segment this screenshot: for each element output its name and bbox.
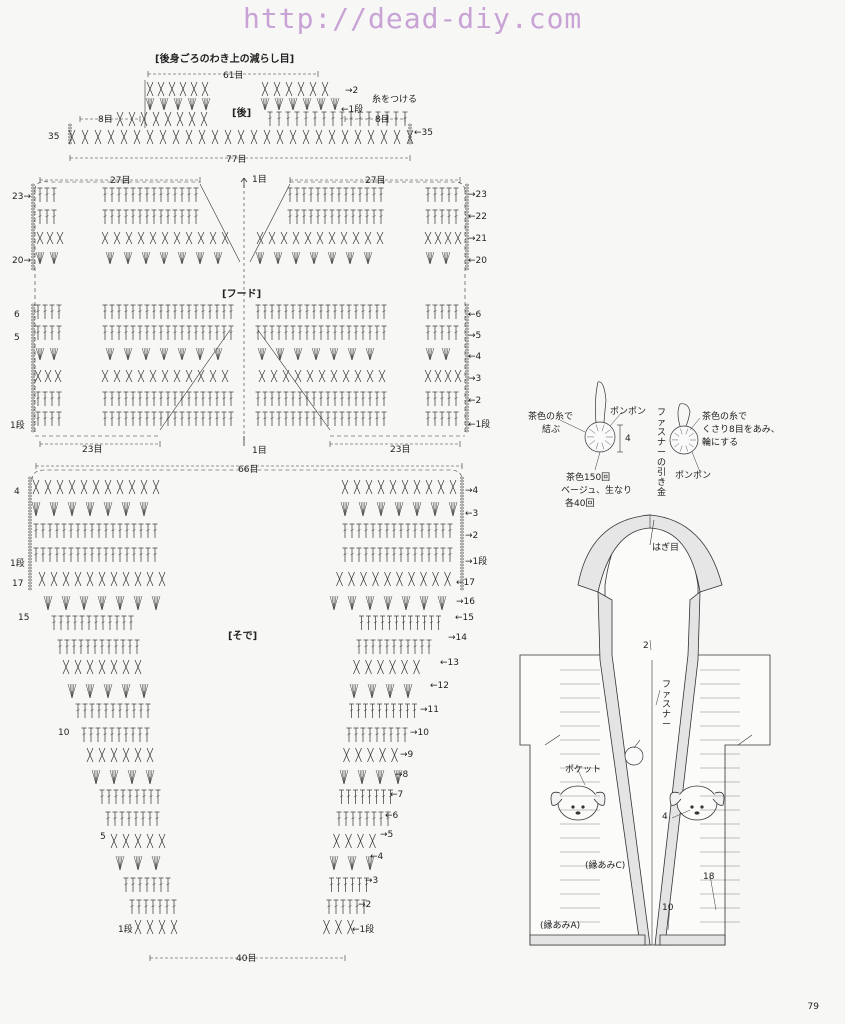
sleeve-right-row-label: →3 xyxy=(365,876,379,886)
sleeve-right-row-label: ←17 xyxy=(456,578,475,588)
back-yarn-note: 糸をつける xyxy=(372,95,418,105)
back-row-right: ←35 xyxy=(414,128,433,138)
vest-edge-c: (縁あみC) xyxy=(585,861,626,871)
sleeve-right-row-label: →4 xyxy=(465,486,479,496)
back-row-left: 35 xyxy=(48,132,60,142)
sleeve-bottom-count: 40目 xyxy=(236,954,257,964)
hood-left-row-23: 23→ xyxy=(12,192,31,202)
hood-bottom-center: 1目 xyxy=(252,446,267,456)
sleeve-left-row-5: 5 xyxy=(100,832,106,842)
pompom-left-note-1: 茶色の糸で xyxy=(528,412,574,422)
hood-left-row-6: 6 xyxy=(14,310,20,320)
sleeve-right-row-label: →8 xyxy=(395,770,409,780)
pompom-left-note-2: 結ぶ xyxy=(542,425,561,435)
sleeve-right-row-label: →2 xyxy=(465,531,479,541)
back-side-count-right: 8目 xyxy=(375,115,390,125)
pompom-right-note-1: 茶色の糸で xyxy=(702,412,748,422)
sleeve-left-row-15: 15 xyxy=(18,613,30,623)
hood-top-left-count: 27目 xyxy=(110,176,131,186)
hood-right-row-6: ←6 xyxy=(468,310,482,320)
sleeve-right-row-label: →5 xyxy=(380,830,394,840)
hood-bottom-right-count: 23目 xyxy=(390,445,411,455)
sleeve-right-row-label: →9 xyxy=(400,750,414,760)
sleeve-right-row-label: →11 xyxy=(420,705,439,715)
sleeve-right-row-label: ←3 xyxy=(465,509,479,519)
page-number: 79 xyxy=(807,1002,819,1012)
hood-left-row-20: 20→ xyxy=(12,256,31,266)
sleeve-right-row-label: →16 xyxy=(456,597,475,607)
hood-right-row-4: ←4 xyxy=(468,352,482,362)
hood-right-row-2: ←2 xyxy=(468,396,482,406)
sleeve-right-row-label: ←12 xyxy=(430,681,449,691)
pompom-material-3: 各40回 xyxy=(565,499,595,509)
pompom-zip-pull: ファスナーの引き金 xyxy=(657,408,667,498)
hood-right-row-23: →23 xyxy=(468,190,487,200)
sleeve-right-row-label: ←15 xyxy=(455,613,474,623)
back-label: [後] xyxy=(232,108,252,119)
pompom-label: ポンポン xyxy=(610,407,647,417)
back-row-1: ←1段 xyxy=(341,105,364,115)
vest-length: 18 xyxy=(703,872,715,882)
hood-right-row-20: ←20 xyxy=(468,256,487,266)
vest-seam-label: はぎ目 xyxy=(652,543,680,553)
vest-pocket-trim: 4 xyxy=(662,812,668,822)
hood-label: [フード] xyxy=(222,289,262,300)
sleeve-right-row-label: ←4 xyxy=(370,852,384,862)
sleeve-right-row-label: ←7 xyxy=(390,790,404,800)
sleeve-right-row-label: ←1段 xyxy=(352,925,375,935)
back-top-count: 61目 xyxy=(223,71,244,81)
pompom-material-2: ベージュ、生なり xyxy=(561,486,633,496)
pompom-label-right: ポンポン xyxy=(675,471,712,481)
back-section-title: [後身ごろのわき上の減らし目] xyxy=(155,54,295,65)
hood-right-row-3: →3 xyxy=(468,374,482,384)
pompom-right-note-3: 輪にする xyxy=(702,438,739,448)
back-bottom-count: 77目 xyxy=(226,155,247,165)
sleeve-right-row-label: ←13 xyxy=(440,658,459,668)
hood-left-row-1: 1段 xyxy=(10,421,25,431)
hood-bottom-left-count: 23目 xyxy=(82,445,103,455)
vest-bottom-trim: 10 xyxy=(662,903,674,913)
sleeve-left-row-1: 1段 xyxy=(10,559,25,569)
back-side-count-left: 8目 xyxy=(98,115,113,125)
hood-top-right-count: 27目 xyxy=(365,176,386,186)
vest-edge-a: (縁あみA) xyxy=(540,921,581,931)
sleeve-left-row-17: 17 xyxy=(12,579,24,589)
sleeve-right-row-label: →10 xyxy=(410,728,429,738)
vest-hood-trim: 2 xyxy=(643,641,649,651)
hood-right-row-22: ←22 xyxy=(468,212,487,222)
sleeve-left-row-1b: 1段 xyxy=(118,925,133,935)
hood-right-row-21: →21 xyxy=(468,234,487,244)
sleeve-left-row-10: 10 xyxy=(58,728,70,738)
pompom-size: 4 xyxy=(625,434,631,444)
sleeve-right-row-label: →2 xyxy=(358,900,372,910)
sleeve-right-row-label: →1段 xyxy=(465,557,488,567)
sleeve-right-row-label: ←6 xyxy=(385,811,399,821)
hood-top-center: 1目 xyxy=(252,175,267,185)
sleeve-right-row-label: →14 xyxy=(448,633,467,643)
vest-zipper-label: ファスナー xyxy=(662,680,672,730)
vest-pocket-label: ポケット xyxy=(565,765,602,775)
sleeve-top-count: 66目 xyxy=(238,465,259,475)
sleeve-left-row-4: 4 xyxy=(14,487,20,497)
hood-left-row-5: 5 xyxy=(14,333,20,343)
hood-right-row-5: →5 xyxy=(468,331,482,341)
pompom-material-1: 茶色150回 xyxy=(566,473,611,483)
back-row-2: →2 xyxy=(345,86,359,96)
sleeve-label: [そで] xyxy=(228,631,258,642)
watermark: http://dead-diy.com xyxy=(243,2,583,35)
hood-right-row-1: ←1段 xyxy=(468,420,491,430)
pompom-right-note-2: くさり8目をあみ、 xyxy=(702,425,780,435)
